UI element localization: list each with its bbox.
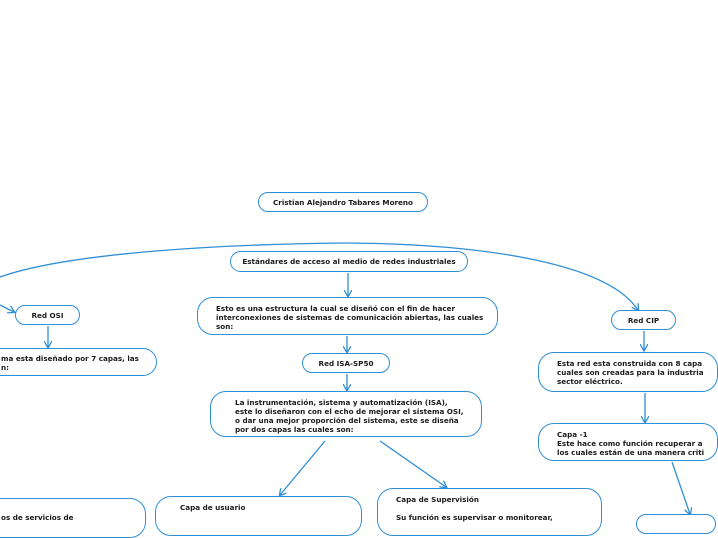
edge-isadesc-to-supervision — [379, 440, 446, 487]
cip-capa1-node: Capa -1 Este hace como función recuperar… — [538, 423, 718, 461]
capa-usuario-node: Capa de usuario — [155, 496, 362, 536]
capa-supervision-node: Capa de Supervisión Su función es superv… — [377, 488, 602, 536]
root-node: Estándares de acceso al medio de redes i… — [230, 251, 468, 272]
edge-osi-arrow — [0, 304, 14, 312]
connector-layer — [0, 242, 696, 520]
cip-next-node — [636, 514, 716, 534]
edge-root-to-osi — [0, 242, 349, 278]
red-osi-node: Red OSI — [15, 305, 80, 325]
isa-description-node: La instrumentación, sistema y automatiza… — [210, 391, 482, 437]
cip-description-node: Esta red esta construida con 8 capa cual… — [538, 352, 718, 392]
edge-root-to-cip — [347, 242, 638, 310]
red-cip-node: Red CIP — [611, 310, 676, 330]
osi-description-node: ma esta diseñado por 7 capas, las n: — [0, 348, 157, 376]
edge-capa1-to-next — [671, 461, 690, 514]
edge-isadesc-to-usuario — [280, 440, 326, 495]
osi-child-node: os de servicios de — [0, 498, 146, 538]
red-isa-node: Red ISA-SP50 — [302, 353, 390, 373]
title-node: Cristian Alejandro Tabares Moreno — [258, 192, 428, 212]
center-description-node: Esto es una estructura la cual se diseñó… — [197, 297, 498, 335]
